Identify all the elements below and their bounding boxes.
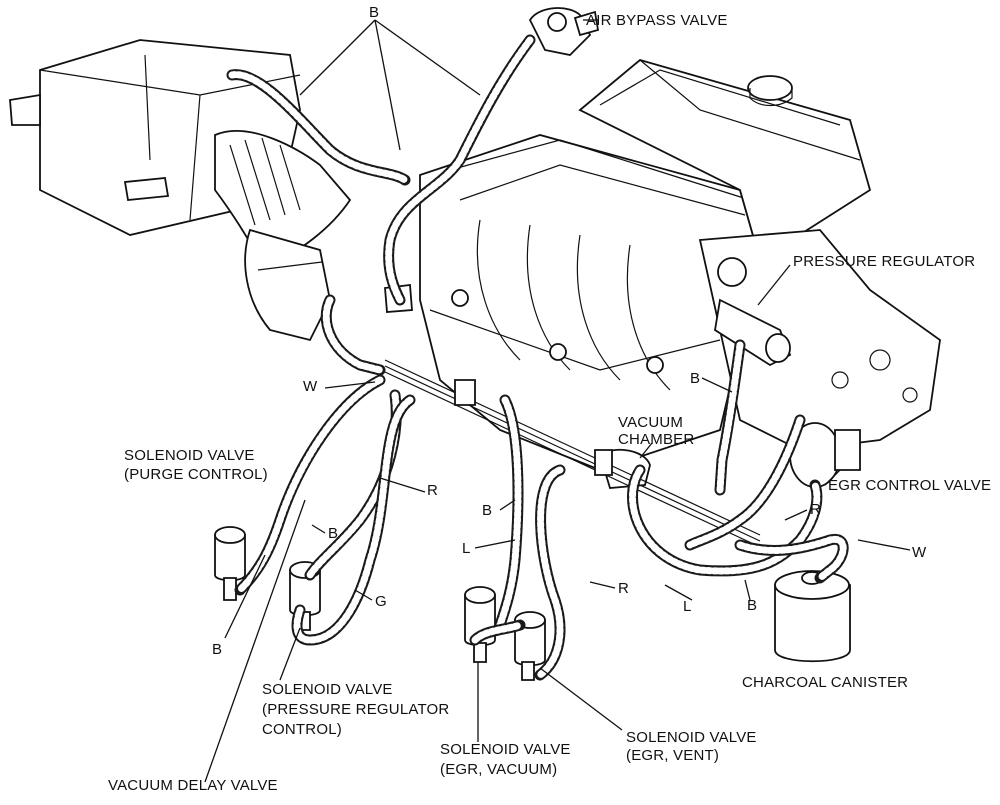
label-charcoal-canister: CHARCOAL CANISTER bbox=[742, 674, 909, 691]
solenoid-valve-purge-control bbox=[214, 526, 246, 601]
hose-code-l-right: L bbox=[683, 598, 692, 615]
label-egr-control-valve: EGR CONTROL VALVE bbox=[828, 477, 992, 494]
hose-code-b-pressure: B bbox=[690, 370, 701, 387]
air-bypass-valve bbox=[528, 7, 600, 56]
label-solenoid-pressure-regulator-line1: SOLENOID VALVE bbox=[262, 681, 393, 698]
engine-block-right bbox=[698, 229, 941, 451]
label-solenoid-egr-vacuum-line2: (EGR, VACUUM) bbox=[440, 761, 558, 778]
label-solenoid-pressure-regulator-line2: (PRESSURE REGULATOR bbox=[262, 701, 450, 718]
solenoid-valve-egr-vacuum bbox=[464, 586, 496, 663]
hose-code-b-right-low: B bbox=[747, 597, 758, 614]
label-solenoid-pressure-regulator-line3: CONTROL) bbox=[262, 721, 342, 738]
egr-control-valve bbox=[789, 422, 861, 488]
hose-code-g-left: G bbox=[375, 593, 387, 610]
leader-lines bbox=[204, 19, 911, 783]
air-intake-duct bbox=[214, 130, 352, 342]
hose-code-r-center: R bbox=[618, 580, 630, 597]
label-pressure-regulator: PRESSURE REGULATOR bbox=[793, 253, 976, 270]
hose-code-b-left-low: B bbox=[212, 641, 223, 658]
label-solenoid-purge-line1: SOLENOID VALVE bbox=[124, 447, 255, 464]
label-vacuum-chamber-line2: CHAMBER bbox=[618, 431, 695, 448]
hose-code-r-left: R bbox=[427, 482, 439, 499]
vacuum-hoses bbox=[226, 34, 849, 681]
pressure-regulator bbox=[714, 298, 792, 367]
solenoid-valve-egr-vent bbox=[514, 611, 546, 681]
label-solenoid-purge-line2: (PURGE CONTROL) bbox=[124, 466, 268, 483]
intake-manifold bbox=[419, 134, 761, 471]
hose-code-b-center: B bbox=[482, 502, 493, 519]
label-vacuum-delay-valve: VACUUM DELAY VALVE bbox=[108, 777, 278, 794]
charcoal-canister bbox=[774, 570, 851, 663]
label-solenoid-egr-vent-line1: SOLENOID VALVE bbox=[626, 729, 757, 746]
hose-code-b-left-mid: B bbox=[328, 525, 339, 542]
hose-code-r-right: R bbox=[810, 501, 822, 518]
hose-code-w-right: W bbox=[912, 544, 927, 561]
label-solenoid-egr-vent-line2: (EGR, VENT) bbox=[626, 747, 720, 764]
label-air-bypass-valve: AIR BYPASS VALVE bbox=[586, 12, 728, 29]
hose-code-w-left: W bbox=[303, 378, 318, 395]
hose-code-l-center: L bbox=[462, 540, 471, 557]
cylinder-head-cover bbox=[578, 59, 872, 262]
label-solenoid-egr-vacuum-line1: SOLENOID VALVE bbox=[440, 741, 571, 758]
hose-code-b-top: B bbox=[369, 4, 380, 21]
label-vacuum-chamber-line1: VACUUM bbox=[618, 414, 684, 431]
